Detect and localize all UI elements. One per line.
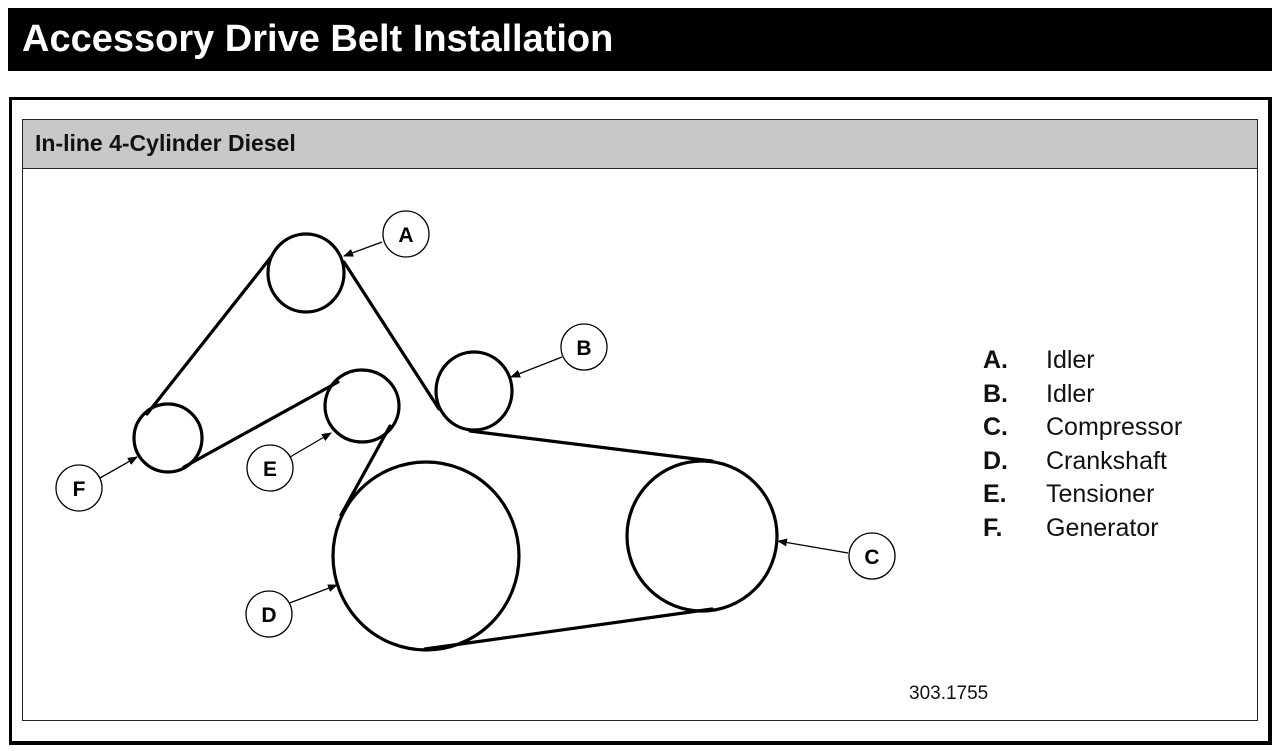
callout-label-f: F: [73, 478, 86, 501]
belt-segment-d-c: [423, 607, 714, 651]
pulley-f-generator: [132, 402, 204, 474]
legend-label: Idler: [1046, 346, 1095, 374]
legend-item: E. Tensioner: [983, 478, 1182, 512]
legend-label: Crankshaft: [1046, 446, 1167, 475]
legend-key: E.: [983, 480, 1007, 508]
legend-key: F.: [983, 513, 1003, 542]
drive-belt: [145, 255, 714, 651]
legend-item: C. Compressor: [983, 411, 1182, 445]
leader-arrow-e: [289, 432, 332, 458]
figure-number: 303.1755: [909, 683, 989, 704]
legend-label: Idler: [1046, 379, 1095, 408]
belt-segment-e-d: [339, 424, 392, 517]
callout-b: B: [560, 323, 608, 371]
diagram-panel: In-line 4-Cylinder Diesel: [22, 119, 1258, 721]
callout-label-d: D: [261, 604, 276, 627]
leader-arrow-f: [99, 456, 138, 479]
legend-label: Generator: [1046, 513, 1159, 542]
pulley-e-tensioner: [323, 368, 401, 444]
callout-label-b: B: [576, 337, 591, 360]
legend-key: A.: [983, 346, 1008, 374]
leader-arrow-d: [286, 584, 338, 605]
callout-d: D: [245, 590, 293, 638]
legend-key: D.: [983, 446, 1008, 475]
engine-type-title: In-line 4-Cylinder Diesel: [35, 130, 296, 156]
legend-label: Tensioner: [1046, 480, 1155, 508]
pulley-b-idler: [434, 350, 514, 432]
legend-key: B.: [983, 379, 1008, 408]
callout-e: E: [246, 444, 294, 492]
pulley-a-idler: [266, 232, 346, 314]
belt-segment-a-f: [145, 255, 273, 416]
legend-item: A. Idler: [983, 344, 1182, 378]
belt-segment-a-b: [342, 260, 441, 411]
leader-arrow-c: [777, 538, 849, 554]
callout-label-e: E: [263, 458, 277, 481]
callout-a: A: [382, 210, 430, 258]
leader-arrow-b: [510, 356, 563, 378]
legend-item: D. Crankshaft: [983, 445, 1182, 479]
legend-item: F. Generator: [983, 512, 1182, 546]
legend-item: B. Idler: [983, 378, 1182, 412]
callout-label-c: C: [864, 546, 879, 569]
belt-segment-b-c: [468, 429, 714, 463]
panel-subheader: In-line 4-Cylinder Diesel: [23, 120, 1257, 169]
legend-label: Compressor: [1046, 413, 1183, 441]
leader-arrow-a: [343, 241, 383, 257]
title-bar: Accessory Drive Belt Installation: [8, 8, 1272, 71]
callout-f: F: [55, 464, 103, 512]
callout-label-a: A: [398, 224, 413, 247]
callout-bubbles: A B C D E F: [55, 210, 896, 638]
belt-segment-f-e: [182, 380, 340, 469]
page-title: Accessory Drive Belt Installation: [22, 18, 614, 60]
pulley-d-crankshaft: [331, 460, 521, 652]
legend-key: C.: [983, 413, 1008, 441]
pulley-c-compressor: [625, 459, 779, 613]
callout-c: C: [848, 532, 896, 580]
component-legend: A. Idler B. Idler C. Compressor D. Crankshaf…: [983, 344, 1182, 545]
